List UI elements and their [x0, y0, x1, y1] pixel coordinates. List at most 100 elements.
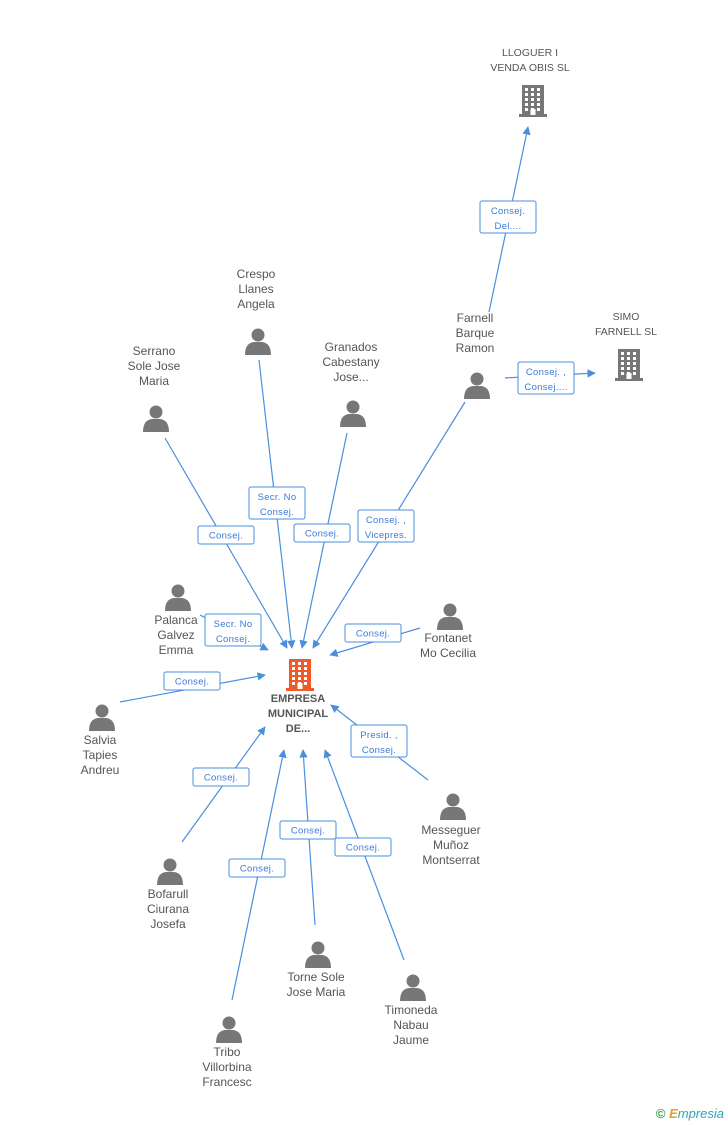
- edge-label-text: Presid. ,: [360, 730, 398, 741]
- edge-label-farnell-simo[interactable]: Consej. , Consej....: [517, 361, 575, 395]
- node-label-line: Granados: [325, 340, 378, 354]
- person-icon[interactable]: [464, 372, 490, 400]
- edge-label-box: [350, 724, 408, 758]
- node-label-line: SIMO: [613, 311, 640, 323]
- edge-label-farnell-lloguer[interactable]: Consej. Del....: [479, 200, 537, 234]
- node-label-line: Villorbina: [202, 1060, 251, 1074]
- edge-label-salvia-center[interactable]: Consej.: [163, 671, 221, 691]
- edge-label-messeguer-center[interactable]: Presid. ,Consej.: [350, 724, 408, 758]
- edge-label-box: [334, 837, 392, 857]
- copyright-icon: ©: [655, 1106, 666, 1121]
- person-icon[interactable]: [143, 405, 169, 433]
- edge-label-box: [192, 767, 250, 787]
- node-label-line: Jaume: [393, 1033, 429, 1047]
- edge-label-text: Consej.: [240, 864, 274, 875]
- edge-label-serrano-center[interactable]: Consej.: [197, 525, 255, 545]
- edge-label-torne-center[interactable]: Consej.: [279, 820, 337, 840]
- building-icon[interactable]: [286, 659, 314, 691]
- node-label-line: Messeguer: [421, 823, 480, 837]
- node-label-line: Serrano: [133, 344, 176, 358]
- edge-label-text: Consej. ,: [526, 367, 566, 378]
- edge-label-text: Consej.: [204, 773, 238, 784]
- node-label-line: MUNICIPAL: [268, 708, 329, 720]
- node-label-line: EMPRESA: [271, 693, 325, 705]
- edge-label-fontanet-center[interactable]: Consej.: [344, 623, 402, 643]
- edge-label-text: Consej....: [524, 382, 567, 393]
- node-label: SIMO FARNELL SL: [595, 311, 657, 338]
- edge-label-farnell-center[interactable]: Consej. ,Vicepres.: [357, 509, 415, 543]
- edge-label-granados-center[interactable]: Consej.: [293, 523, 351, 543]
- node-label-line: Galvez: [157, 628, 194, 642]
- node-label-line: Bofarull: [148, 887, 189, 901]
- node-label-line: Crespo: [237, 267, 276, 281]
- node-label: EMPRESA MUNICIPAL DE...: [268, 693, 329, 735]
- node-label-line: Palanca: [154, 613, 198, 627]
- person-icon[interactable]: [216, 1016, 242, 1044]
- edge-label-text: Consej.: [175, 677, 209, 688]
- brand-footer[interactable]: © Empresia: [656, 1106, 724, 1121]
- edge-label-text: Consej.: [305, 529, 339, 540]
- edge-label-text: Consej.: [346, 843, 380, 854]
- node-label-line: Timoneda: [385, 1003, 438, 1017]
- person-icon[interactable]: [305, 941, 331, 969]
- edge-label-text: Consej.: [260, 507, 294, 518]
- person-icon[interactable]: [245, 328, 271, 356]
- node-label-line: Tribo: [214, 1045, 241, 1059]
- edge-label-text: Secr. No: [214, 619, 253, 630]
- node-label-line: Emma: [159, 643, 194, 657]
- edge-label-timoneda-center[interactable]: Consej.: [334, 837, 392, 857]
- edge-label-text: Consej. ,: [366, 515, 406, 526]
- edge-label-box: [197, 525, 255, 545]
- edge-label-crespo-center[interactable]: Secr. No Consej.: [248, 486, 306, 520]
- person-icon[interactable]: [400, 974, 426, 1002]
- edge-label-text: Secr. No: [258, 492, 297, 503]
- node-label-line: Ciurana: [147, 902, 189, 916]
- node-label-line: Francesc: [202, 1075, 251, 1089]
- person-icon[interactable]: [440, 793, 466, 821]
- node-label-line: Fontanet: [424, 631, 472, 645]
- edge-label-bofarull-center[interactable]: Consej.: [192, 767, 250, 787]
- node-label-line: Torne Sole: [287, 970, 345, 984]
- person-icon[interactable]: [157, 858, 183, 886]
- edge-label-text: Consej.: [291, 826, 325, 837]
- edge-label-box: [479, 200, 537, 234]
- node-label-line: Josefa: [150, 917, 186, 931]
- node-label-line: Nabau: [393, 1018, 428, 1032]
- person-icon[interactable]: [89, 704, 115, 732]
- node-label-line: Ramon: [456, 341, 495, 355]
- node-label-line: Mo Cecilia: [420, 646, 476, 660]
- building-icon[interactable]: [519, 85, 547, 117]
- node-label-line: Jose Maria: [287, 985, 346, 999]
- building-icon[interactable]: [615, 349, 643, 381]
- person-icon[interactable]: [165, 584, 191, 612]
- node-label-line: Sole Jose: [128, 359, 181, 373]
- node-label-line: FARNELL SL: [595, 326, 657, 338]
- edge-label-box: [279, 820, 337, 840]
- edge-label-text: Consej.: [209, 531, 243, 542]
- node-label-line: Farnell: [457, 311, 494, 325]
- person-icon[interactable]: [437, 603, 463, 631]
- node-label-line: Salvia: [84, 733, 117, 747]
- edge-label-text: Consej.: [491, 206, 525, 217]
- edge-label-text: Del....: [495, 221, 522, 232]
- node-label-line: Montserrat: [422, 853, 480, 867]
- edge-label-tribo-center[interactable]: Consej.: [228, 858, 286, 878]
- edge-label-box: [163, 671, 221, 691]
- edge-label-box: [228, 858, 286, 878]
- node-label-line: DE...: [286, 723, 310, 735]
- node-label-line: LLOGUER I: [502, 47, 558, 59]
- person-icon[interactable]: [340, 400, 366, 428]
- node-label-line: Barque: [456, 326, 495, 340]
